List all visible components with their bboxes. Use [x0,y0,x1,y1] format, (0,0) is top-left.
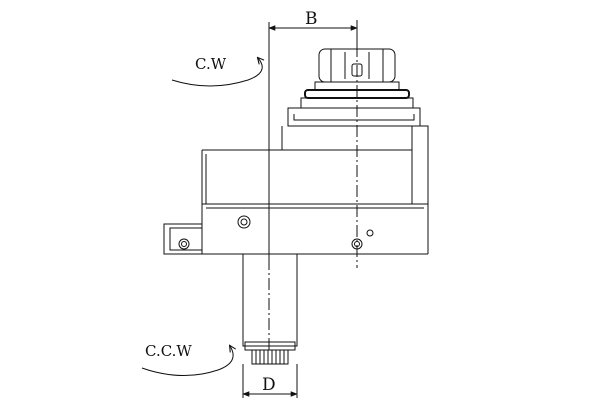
ccw-arrow [141,346,233,377]
dimension-d-label: D [262,375,276,395]
screw-right [351,238,363,250]
dimension-b-label: B [305,9,318,29]
dimension-d [242,364,298,398]
ccw-label: C.C.W [145,342,192,360]
spindle-housing [281,107,429,204]
side-tab [163,223,203,255]
main-body [201,149,429,255]
drive-spline [251,349,289,365]
small-hole [366,229,374,237]
cw-arrow [171,58,262,87]
shank [242,253,298,351]
cw-label: C.W [195,55,227,73]
screw-tab [178,238,190,250]
screw-left [237,215,251,229]
dimension-b [268,20,358,45]
